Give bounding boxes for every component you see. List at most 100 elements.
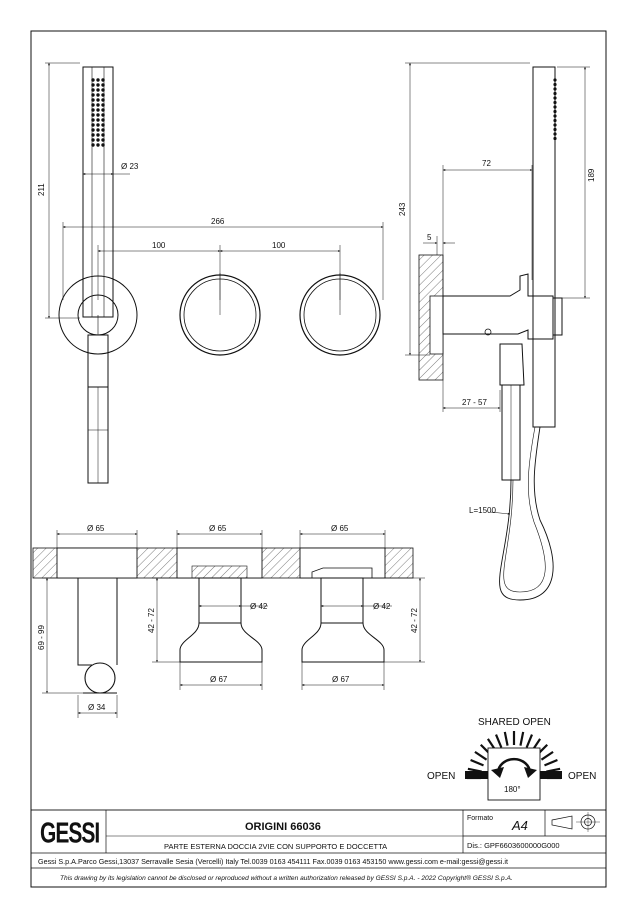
dim-outlet: Ø 34: [88, 703, 106, 712]
side-nozzle-dot: [553, 132, 557, 136]
section-view: Ø 65 Ø 65 Ø 65 Ø 42 Ø 42 42 - 72 42 - 72…: [32, 524, 425, 718]
nozzle-dot: [96, 93, 100, 97]
model-description: PARTE ESTERNA DOCCIA 2VIE CON SUPPORTO E…: [164, 842, 387, 851]
drawing-number: Dis.: GPF6603600000G000: [467, 841, 560, 850]
dim-flange-3: Ø 65: [331, 524, 349, 533]
nozzle-dot: [101, 133, 105, 137]
nozzle-dot: [96, 118, 100, 122]
control-knob-2: [299, 273, 381, 356]
nozzle-dot: [96, 133, 100, 137]
dim-spacing-2: 100: [272, 241, 286, 250]
legend-ray: [544, 758, 558, 767]
nozzle-dot: [91, 108, 95, 112]
dim-front-width: 266: [211, 217, 225, 226]
nozzle-dot: [91, 78, 95, 82]
side-nozzle-dot: [553, 123, 557, 127]
dim-flange-1: Ø 65: [87, 524, 105, 533]
model-title: ORIGINI 66036: [245, 821, 321, 833]
side-nozzle-dots: [553, 78, 557, 141]
nozzle-dot: [101, 108, 105, 112]
nozzle-dot: [91, 113, 95, 117]
rotation-arrow-icon: [491, 767, 504, 778]
side-nozzle-dot: [553, 91, 557, 96]
legal-notice: This drawing by its legislation cannot b…: [60, 874, 513, 882]
dim-flange-2: Ø 65: [209, 524, 227, 533]
nozzle-dot: [91, 128, 95, 132]
legend-ray: [470, 758, 484, 767]
legend-ray: [540, 750, 554, 761]
nozzle-dot: [96, 128, 100, 132]
nozzle-dot: [101, 138, 105, 142]
nozzle-dot: [91, 123, 95, 127]
legend-ray: [474, 750, 488, 761]
nozzle-dot: [101, 98, 105, 102]
nozzle-dot: [96, 98, 100, 102]
nozzle-dot: [96, 103, 100, 107]
function-legend: SHARED OPEN OPEN OPEN 180°: [427, 717, 596, 801]
section-knob-1: [179, 577, 263, 663]
section-holder: [77, 578, 118, 694]
dim-holder-height: 69 - 99: [37, 625, 46, 650]
side-nozzle-dot: [553, 100, 557, 105]
title-block: GESSI ORIGINI 66036 PARTE ESTERNA DOCCIA…: [30, 809, 607, 888]
nozzle-dot: [96, 113, 100, 117]
nozzle-dots: [91, 78, 105, 147]
control-knob-1: [179, 273, 261, 356]
legend-angle: 180°: [504, 785, 521, 794]
hand-shower: [82, 66, 114, 318]
nozzle-dot: [101, 118, 105, 122]
side-nozzle-dot: [553, 127, 557, 132]
legend-ray: [494, 734, 503, 748]
nozzle-dot: [101, 103, 105, 107]
side-nozzle-dot: [553, 96, 557, 100]
nozzle-dot: [101, 83, 105, 87]
dim-stem-1: Ø 42: [250, 602, 268, 611]
nozzle-dot: [101, 128, 105, 132]
nozzle-dot: [101, 143, 105, 147]
nozzle-dot: [96, 138, 100, 142]
dim-base-2: Ø 67: [332, 675, 350, 684]
dim-stem-2: Ø 42: [373, 602, 391, 611]
side-nozzle-dot: [553, 109, 557, 114]
dim-side-upper: 189: [587, 168, 596, 182]
side-nozzle-dot: [553, 78, 557, 82]
nozzle-dot: [101, 88, 105, 92]
nozzle-dot: [96, 123, 100, 127]
nozzle-dot: [96, 78, 100, 82]
nozzle-dot: [96, 83, 100, 87]
nozzle-dot: [96, 88, 100, 92]
holder-plate: [58, 275, 138, 484]
nozzle-dot: [91, 103, 95, 107]
format-label: Formato: [467, 815, 493, 822]
section-knob-2: [301, 577, 385, 663]
projection-symbol-icon: [551, 812, 600, 832]
nozzle-dot: [96, 108, 100, 112]
nozzle-dot: [91, 93, 95, 97]
legend-open-left: OPEN: [427, 771, 455, 782]
dim-side-depth: 27 - 57: [462, 398, 487, 407]
legend-open-right: OPEN: [568, 771, 596, 782]
nozzle-dot: [91, 143, 95, 147]
side-nozzle-dot: [553, 136, 557, 141]
nozzle-dot: [91, 98, 95, 102]
side-nozzle-dot: [553, 105, 557, 109]
side-nozzle-dot: [553, 118, 557, 123]
nozzle-dot: [101, 123, 105, 127]
rotation-arrow-icon-2: [524, 767, 537, 778]
legend-ray: [525, 734, 534, 748]
dim-base-1: Ø 67: [210, 675, 228, 684]
format-value: A4: [511, 818, 528, 833]
side-nozzle-dot: [553, 114, 557, 118]
legend-ray: [503, 731, 509, 746]
gessi-logo: GESSI: [40, 817, 99, 849]
dim-spacing-1: 100: [152, 241, 166, 250]
nozzle-dot: [101, 113, 105, 117]
legend-shared-open: SHARED OPEN: [478, 717, 551, 728]
side-nozzle-dot: [553, 87, 557, 91]
nozzle-dot: [91, 83, 95, 87]
legend-ray: [519, 731, 525, 746]
side-view: 243 189 72 5 27 - 57 L=1500: [398, 62, 596, 601]
dim-side-arm: 72: [482, 159, 491, 168]
nozzle-dot: [91, 88, 95, 92]
